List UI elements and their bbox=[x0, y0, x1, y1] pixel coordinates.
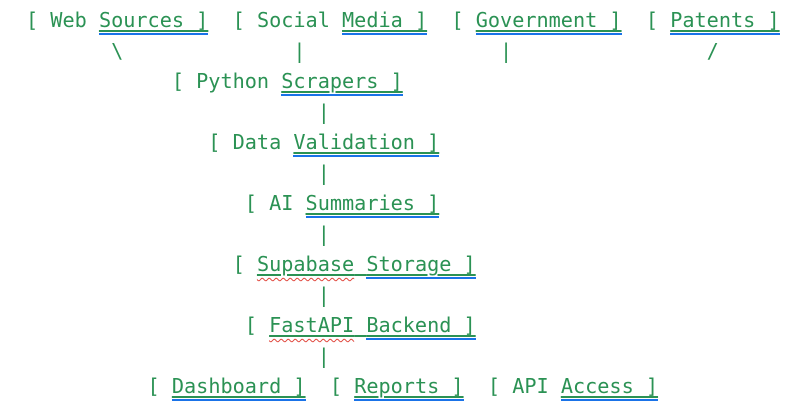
supabase-misspelled-word: Supabase bbox=[256, 252, 355, 276]
connector-vertical: | bbox=[26, 160, 330, 185]
diagram-text: [ Social bbox=[208, 8, 343, 32]
connector-vertical: | bbox=[26, 99, 330, 124]
social-media-link[interactable]: Media ] bbox=[342, 8, 428, 35]
web-sources-link[interactable]: Sources ] bbox=[98, 8, 209, 35]
connector-vertical: | bbox=[26, 221, 330, 246]
python-scrapers-link[interactable]: Scrapers ] bbox=[281, 69, 403, 96]
diagram-text: [ AI bbox=[26, 191, 306, 215]
diagram-line: | bbox=[26, 97, 791, 128]
ascii-architecture-diagram: [ Web Sources ] [ Social Media ] [ Gover… bbox=[26, 5, 791, 402]
diagram-text: [ API bbox=[463, 374, 561, 398]
diagram-line: | bbox=[26, 341, 791, 372]
patents-link[interactable]: Patents ] bbox=[670, 8, 780, 35]
underlined-text bbox=[354, 313, 366, 337]
supabase-misspelled-word: Supabase bbox=[257, 252, 354, 276]
diagram-text: [ Data bbox=[26, 130, 294, 154]
diagram-line: \ | | / bbox=[26, 36, 791, 67]
diagram-text: [ bbox=[26, 313, 270, 337]
diagram-line: | bbox=[26, 280, 791, 311]
diagram-line: [ Data Validation ] bbox=[26, 127, 791, 158]
reports-link[interactable]: Reports ] bbox=[354, 374, 464, 401]
diagram-line: | bbox=[26, 219, 791, 250]
diagram-line: [ Dashboard ] [ Reports ] [ API Access ] bbox=[26, 371, 791, 402]
data-validation-link[interactable]: Validation ] bbox=[293, 130, 440, 157]
connector-vertical: | bbox=[26, 282, 330, 307]
api-access-link[interactable]: Access ] bbox=[560, 374, 659, 401]
diagram-line: [ Python Scrapers ] bbox=[26, 66, 791, 97]
fastapi-misspelled-word: FastAPI bbox=[269, 313, 355, 337]
government-link[interactable]: Government ] bbox=[475, 8, 622, 35]
diagram-line: [ Supabase Storage ] bbox=[26, 249, 791, 280]
diagram-line: [ Web Sources ] [ Social Media ] [ Gover… bbox=[26, 5, 791, 36]
storage-link[interactable]: Storage ] bbox=[366, 252, 476, 279]
connector-vertical: | bbox=[26, 343, 330, 368]
underlined-text bbox=[354, 252, 366, 276]
diagram-text: [ bbox=[305, 374, 355, 398]
diagram-text: [ Python bbox=[26, 69, 282, 93]
diagram-text: [ bbox=[427, 8, 476, 32]
dashboard-link[interactable]: Dashboard ] bbox=[171, 374, 306, 401]
diagram-text: [ bbox=[621, 8, 671, 32]
diagram-text: [ bbox=[26, 252, 257, 276]
diagram-text: [ bbox=[26, 374, 172, 398]
backend-link[interactable]: Backend ] bbox=[366, 313, 476, 340]
connector-row: \ | | / bbox=[26, 38, 719, 63]
diagram-line: | bbox=[26, 158, 791, 189]
fastapi-misspelled-word: FastAPI bbox=[269, 313, 354, 337]
diagram-text: [ Web bbox=[26, 8, 99, 32]
diagram-line: [ AI Summaries ] bbox=[26, 188, 791, 219]
diagram-line: [ FastAPI Backend ] bbox=[26, 310, 791, 341]
ai-summaries-link[interactable]: Summaries ] bbox=[305, 191, 440, 218]
